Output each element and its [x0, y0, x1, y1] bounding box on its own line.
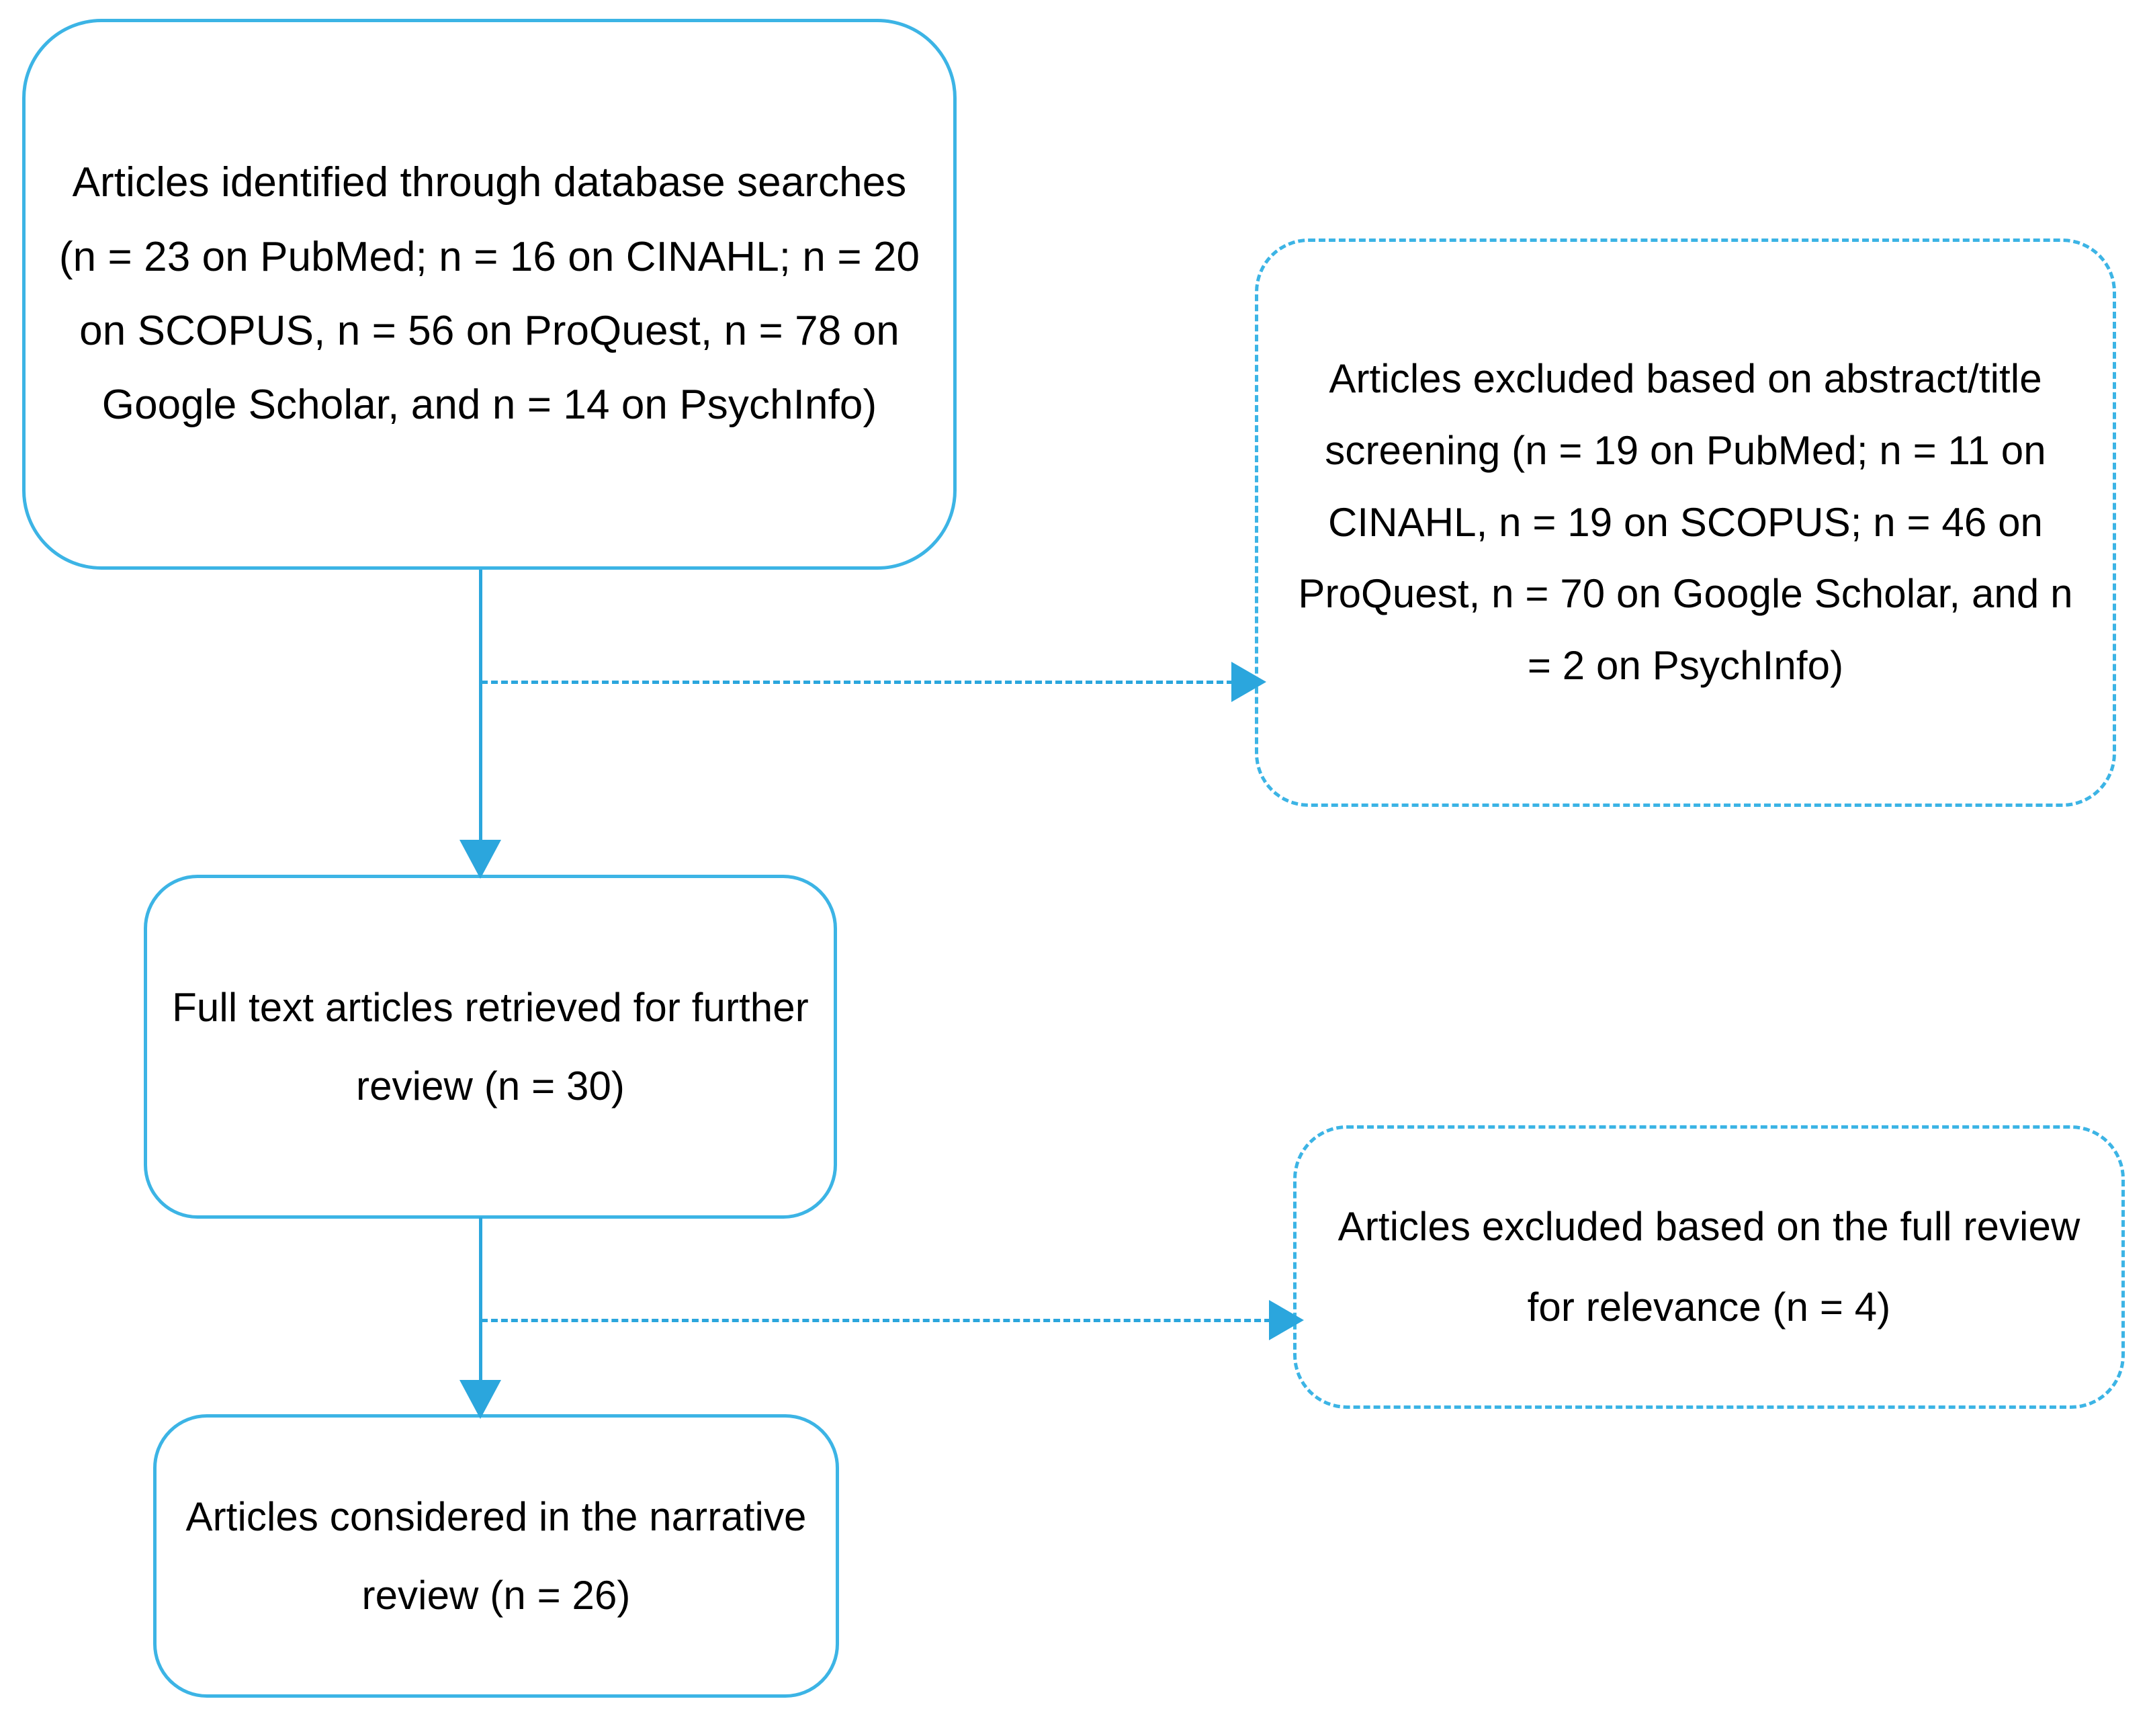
- box-articles-excluded-relevance-text: Articles excluded based on the full revi…: [1337, 1204, 2080, 1330]
- box-full-text-retrieved-text: Full text articles retrieved for further…: [172, 985, 809, 1109]
- arrow-down-icon-fulltext-to-narrative: [459, 1380, 501, 1419]
- box-articles-excluded-screening-text: Articles excluded based on abstract/titl…: [1298, 356, 2073, 689]
- connector-line-fulltext-to-excluded-relevance: [481, 1319, 1271, 1322]
- box-full-text-retrieved: Full text articles retrieved for further…: [144, 875, 837, 1219]
- box-articles-excluded-relevance: Articles excluded based on the full revi…: [1293, 1125, 2125, 1409]
- box-articles-identified: Articles identified through database sea…: [22, 19, 957, 570]
- box-articles-identified-text: Articles identified through database sea…: [58, 159, 920, 429]
- arrow-right-icon-identified-to-excluded-screening: [1231, 662, 1266, 702]
- box-articles-excluded-screening: Articles excluded based on abstract/titl…: [1255, 238, 2116, 807]
- connector-line-fulltext-to-narrative: [479, 1217, 482, 1383]
- connector-line-identified-to-excluded-screening: [481, 681, 1233, 684]
- connector-line-identified-to-fulltext: [479, 570, 482, 842]
- arrow-down-icon-identified-to-fulltext: [459, 840, 501, 879]
- box-articles-considered-narrative: Articles considered in the narrative rev…: [153, 1414, 839, 1698]
- box-articles-considered-narrative-text: Articles considered in the narrative rev…: [185, 1494, 807, 1618]
- arrow-right-icon-fulltext-to-excluded-relevance: [1269, 1300, 1304, 1340]
